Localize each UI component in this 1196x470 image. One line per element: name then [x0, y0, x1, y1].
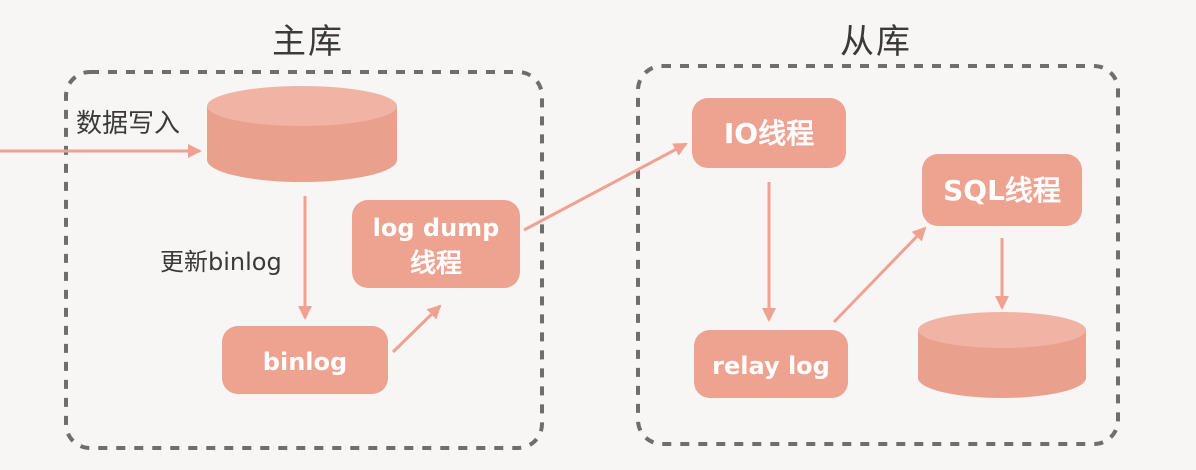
master-container: [64, 70, 544, 450]
log-dump-label-line2: 线程: [410, 249, 462, 279]
update-binlog-label: 更新binlog: [160, 248, 282, 276]
sql-thread-label: SQL线程: [943, 174, 1061, 207]
dump-to-io-arrow: [523, 142, 688, 232]
relay-log-box: [694, 330, 848, 398]
log-dump-label-line1: log dump: [373, 214, 500, 242]
master-title: 主库: [272, 22, 344, 62]
binlog-to-dump-arrow: [391, 304, 442, 354]
relay-to-sql-arrow: [832, 226, 927, 324]
data-write-label: 数据写入: [76, 109, 180, 139]
io-thread-label: IO线程: [724, 117, 814, 150]
slave-title: 从库: [840, 22, 912, 62]
sql-thread-box: [922, 154, 1082, 226]
log-dump-thread-box: [352, 200, 520, 288]
slave-database-icon: [918, 312, 1086, 398]
binlog-box: [222, 326, 388, 394]
binlog-label: binlog: [263, 348, 347, 376]
master-database-icon: [207, 86, 397, 182]
relay-log-label: relay log: [712, 352, 830, 380]
slave-container: [636, 64, 1120, 446]
io-thread-box: [692, 98, 846, 168]
